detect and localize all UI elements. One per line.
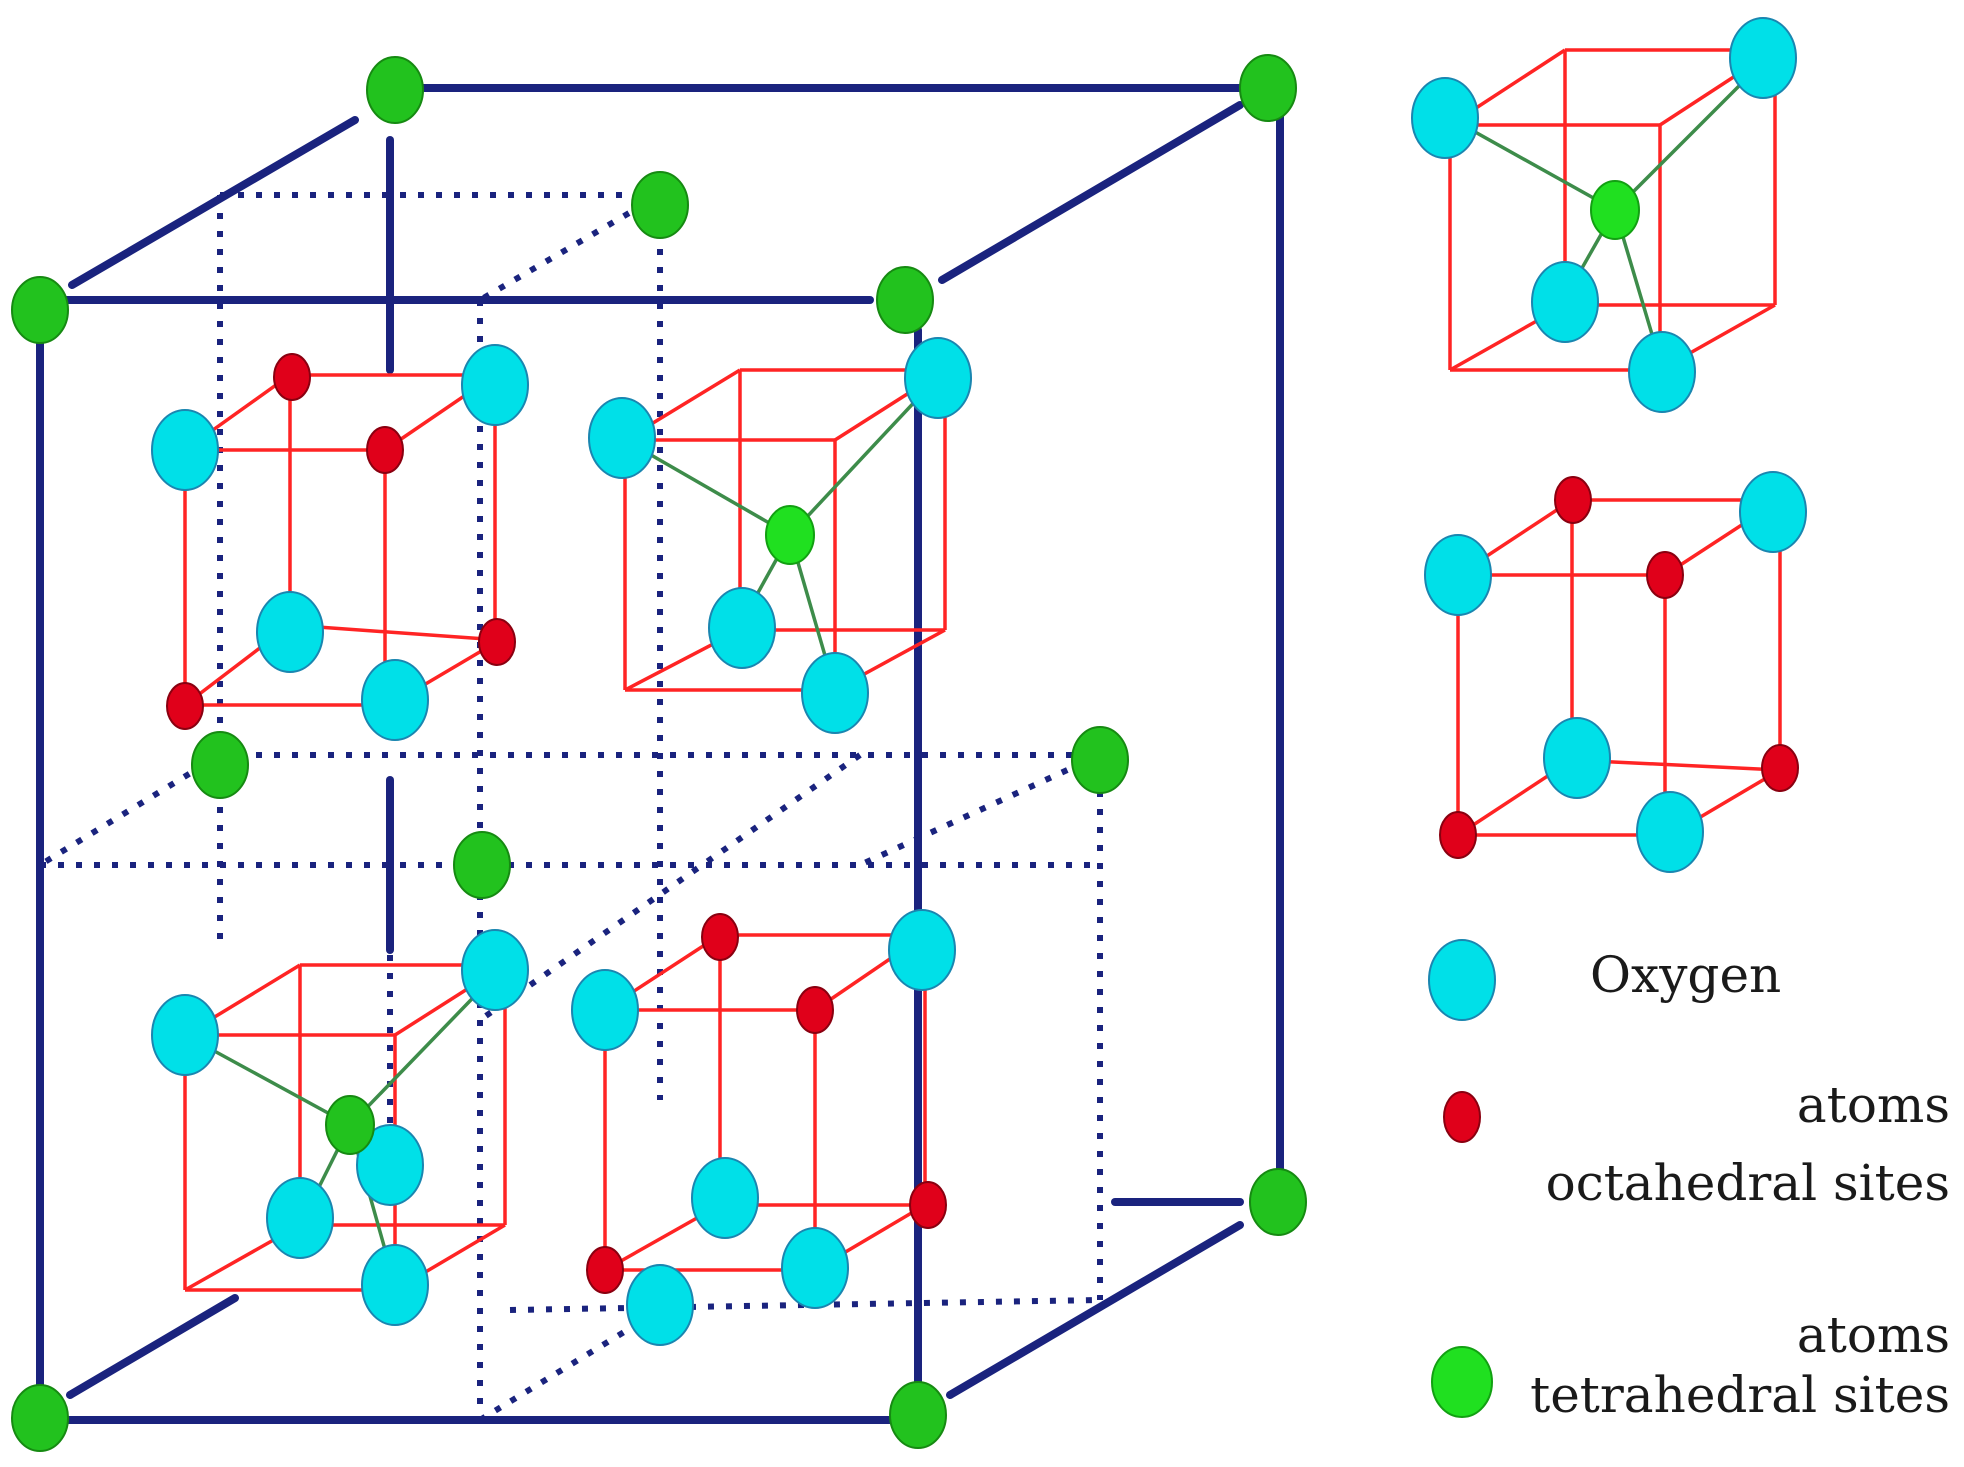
oxygen-atom bbox=[1628, 331, 1696, 413]
oxygen-atom bbox=[1543, 717, 1611, 799]
legend-tetrahedral-symbol bbox=[1431, 1346, 1493, 1418]
octahedral-atom bbox=[166, 682, 204, 730]
oxygen-atom bbox=[781, 1227, 849, 1309]
oxygen-atom bbox=[1739, 471, 1807, 553]
octahedral-atom bbox=[1554, 476, 1592, 524]
tetrahedral-atom bbox=[1071, 726, 1129, 794]
oxygen-atom bbox=[151, 994, 219, 1076]
oxygen-atom bbox=[361, 659, 429, 741]
oxygen-atom bbox=[708, 587, 776, 669]
octahedral-atom bbox=[796, 986, 834, 1034]
outer-tetrahedral-atoms bbox=[11, 54, 1307, 1452]
legend-oxygen-label: Oxygen bbox=[1590, 946, 1781, 1004]
reference-tetrahedral-cube bbox=[1411, 17, 1797, 413]
oxygen-atom bbox=[1729, 17, 1797, 99]
oxygen-atom bbox=[1636, 791, 1704, 873]
legend-label-line: atoms bbox=[1797, 1306, 1950, 1364]
oxygen-atom bbox=[1411, 77, 1479, 159]
tetrahedral-atom bbox=[191, 731, 249, 799]
subcube-tetrahedral-top-right bbox=[588, 337, 972, 734]
oxygen-atom bbox=[461, 344, 529, 426]
oxygen-atom bbox=[626, 1264, 694, 1346]
legend-label-line: tetrahedral sites bbox=[1530, 1366, 1950, 1424]
oxygen-atom bbox=[151, 409, 219, 491]
subcube-octahedral-bottom-right bbox=[571, 909, 956, 1346]
tetrahedral-atom bbox=[325, 1095, 375, 1155]
subcube-tetrahedral-bottom-left bbox=[151, 929, 529, 1326]
oxygen-atom bbox=[256, 591, 324, 673]
legend-item-octahedral: atoms octahedral sites bbox=[1443, 1076, 1950, 1212]
outer-cube-frame bbox=[36, 84, 1284, 1424]
oxygen-atom bbox=[266, 1177, 334, 1259]
oxygen-atom bbox=[801, 652, 869, 734]
octahedral-atom bbox=[1646, 551, 1684, 599]
oxygen-atom bbox=[691, 1157, 759, 1239]
tetrahedral-atom bbox=[765, 505, 815, 565]
tetrahedral-atom bbox=[631, 171, 689, 239]
octahedral-atom bbox=[701, 913, 739, 961]
oxygen-atom bbox=[356, 1124, 424, 1206]
oxygen-atom bbox=[1424, 534, 1492, 616]
oxygen-atom bbox=[361, 1244, 429, 1326]
tetrahedral-atom bbox=[366, 56, 424, 124]
oxygen-atom bbox=[588, 397, 656, 479]
tetrahedral-atom bbox=[889, 1381, 947, 1449]
oxygen-atom bbox=[461, 929, 529, 1011]
oxygen-atom bbox=[1531, 261, 1599, 343]
subcube-octahedral-top-left bbox=[151, 344, 529, 741]
legend-oxygen-symbol bbox=[1428, 939, 1496, 1021]
oxygen-atom bbox=[904, 337, 972, 419]
legend-label-line: octahedral sites bbox=[1546, 1154, 1950, 1212]
tetrahedral-atom bbox=[11, 1384, 69, 1452]
oxygen-atom bbox=[888, 909, 956, 991]
legend-octahedral-symbol bbox=[1443, 1091, 1481, 1143]
octahedral-atom bbox=[366, 426, 404, 474]
tetrahedral-atom bbox=[1249, 1168, 1307, 1236]
octahedral-atom bbox=[909, 1181, 947, 1229]
reference-octahedral-cube bbox=[1424, 471, 1807, 873]
tetrahedral-atom bbox=[1590, 180, 1640, 240]
tetrahedral-atom bbox=[876, 266, 934, 334]
octahedral-atom bbox=[586, 1246, 624, 1294]
tetrahedral-atom bbox=[1239, 54, 1297, 122]
legend-item-oxygen: Oxygen bbox=[1428, 939, 1781, 1021]
legend-label-line: atoms bbox=[1797, 1076, 1950, 1134]
oxygen-atom bbox=[571, 969, 639, 1051]
tetrahedral-atom bbox=[11, 276, 69, 344]
legend-octahedral-label: atoms octahedral sites bbox=[1546, 1076, 1950, 1212]
octahedral-atom bbox=[1761, 744, 1799, 792]
octahedral-atom bbox=[478, 618, 516, 666]
octahedral-atom bbox=[273, 353, 311, 401]
tetrahedral-atom bbox=[453, 831, 511, 899]
octahedral-atom bbox=[1439, 811, 1477, 859]
